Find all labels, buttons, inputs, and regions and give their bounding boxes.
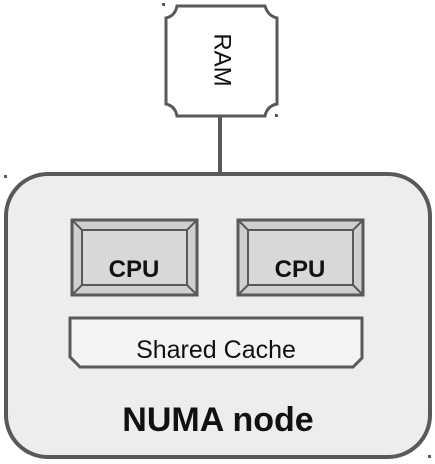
ram-chip: RAM	[162, 3, 279, 118]
shared-cache-label: Shared Cache	[136, 336, 296, 364]
cpu-block: CPU	[70, 218, 199, 297]
numa-node: NUMA node	[4, 172, 432, 459]
cpu-label: CPU	[109, 256, 160, 283]
cpu-label: CPU	[275, 256, 326, 283]
shared-cache: Shared Cache	[68, 316, 364, 369]
cpu-block: CPU	[236, 218, 365, 297]
numa-node-label: NUMA node	[122, 401, 313, 439]
ram-label: RAM	[209, 33, 236, 86]
